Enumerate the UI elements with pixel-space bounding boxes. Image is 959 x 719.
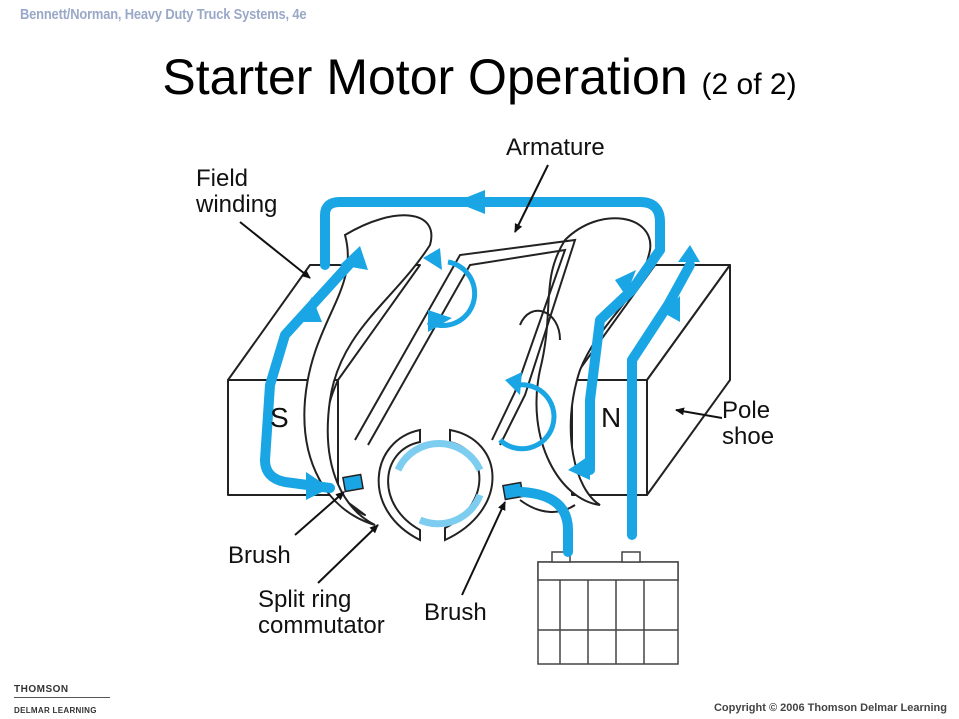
field-winding-label-line1: Field <box>196 165 249 192</box>
copyright-text: Copyright © 2006 Thomson Delmar Learning <box>713 702 947 714</box>
logo-line1: THOMSON <box>14 684 69 695</box>
logo-line2: DELMAR LEARNING <box>14 706 97 715</box>
current-flow <box>260 197 695 557</box>
split-ring-label-line2: commutator <box>258 612 385 639</box>
rotation-arrows <box>394 248 557 528</box>
split-ring-label: Split ring commutator <box>258 587 385 639</box>
pole-n-label: N <box>601 402 622 433</box>
title-sub: (2 of 2) <box>701 68 797 101</box>
split-ring-label-line1: Split ring <box>258 586 352 613</box>
pole-shoe-label-line2: shoe <box>722 423 775 450</box>
field-winding-left <box>303 214 433 526</box>
pole-shoe-label-line1: Pole <box>722 397 771 424</box>
brush-left <box>342 473 364 493</box>
armature-label: Armature <box>506 134 605 161</box>
logo-divider <box>14 697 110 704</box>
book-header: Bennett/Norman, Heavy Duty Truck Systems… <box>20 6 307 23</box>
brush-right-label: Brush <box>424 599 487 626</box>
pole-s-label: S <box>270 402 289 433</box>
field-winding-label-line2: winding <box>196 191 278 218</box>
leader-lines <box>239 164 723 596</box>
pole-shoe-label: Pole shoe <box>722 398 774 450</box>
field-winding-label: Field winding <box>196 166 277 218</box>
brush-left-label: Brush <box>228 542 291 569</box>
current-arrows <box>296 190 700 500</box>
title-main: Starter Motor Operation <box>162 49 688 105</box>
battery <box>537 551 679 665</box>
page-title: Starter Motor Operation (2 of 2) <box>0 52 959 102</box>
publisher-logo: THOMSON DELMAR LEARNING <box>14 684 110 717</box>
field-winding-right <box>535 217 652 506</box>
